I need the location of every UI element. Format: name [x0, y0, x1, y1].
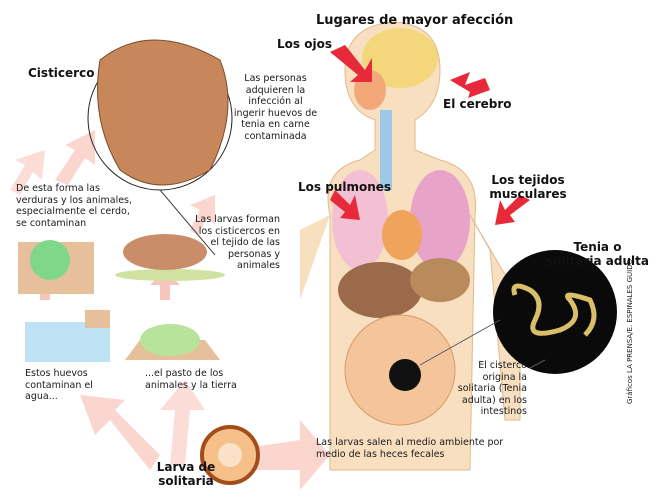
heart	[382, 210, 422, 260]
note-pasto: ...el pasto de los animales y la tierra	[145, 368, 237, 391]
label-ojos: Los ojos	[277, 37, 332, 51]
stomach	[410, 258, 470, 302]
label-tejidos: Los tejidos musculares	[489, 173, 567, 201]
water	[25, 322, 110, 362]
red-arrows	[330, 45, 530, 225]
arrow-tejidos	[495, 195, 530, 225]
cisticerco	[97, 39, 229, 186]
note-cisterco: El cisterco origina la solitaria (Tenia …	[457, 360, 527, 417]
cycle-arrows	[10, 130, 330, 490]
title: Lugares de mayor afección	[316, 13, 514, 28]
adult-worm-circle	[493, 250, 617, 374]
adult-worm	[511, 283, 597, 337]
lung-right	[410, 170, 470, 270]
pig	[123, 234, 207, 270]
label-cisticerco: Cisticerco	[28, 66, 95, 80]
grass	[140, 324, 200, 356]
label-cerebro: El cerebro	[443, 97, 512, 111]
liver	[338, 262, 422, 318]
credit: Gráficos LA PRENSA/E. ESPINALES GUIDO	[626, 258, 634, 404]
arrow-ojos	[330, 45, 372, 82]
arrow-cerebro	[450, 72, 490, 98]
arrow-to-cerdo	[190, 195, 215, 235]
arrow-to-cisticerco	[55, 130, 95, 185]
note-agua: Estos huevos contaminan el agua...	[25, 368, 93, 402]
note-larvas-forman: Las larvas forman los cisticercos en el …	[195, 214, 280, 271]
note-personas: Las personas adquieren la infección al i…	[233, 73, 318, 142]
arrow-heces	[200, 420, 330, 490]
label-larva: Larva de solitaria	[156, 460, 216, 488]
trachea	[380, 110, 392, 190]
human-body	[300, 21, 521, 471]
arrow-to-agua	[80, 395, 160, 470]
lettuce	[30, 240, 70, 280]
arrow-pulmones	[330, 190, 360, 220]
note-verduras: De esta forma las verduras y los animale…	[16, 183, 133, 229]
label-tenia: Tenia o solitaria adulta	[546, 240, 649, 268]
arrow-to-verduras	[10, 150, 45, 195]
arrow-to-pasto	[160, 380, 205, 465]
worm-mini	[389, 359, 421, 391]
label-pulmones: Los pulmones	[298, 180, 392, 194]
brain	[362, 28, 438, 88]
note-heces: Las larvas salen al medio ambiente por m…	[316, 437, 504, 460]
